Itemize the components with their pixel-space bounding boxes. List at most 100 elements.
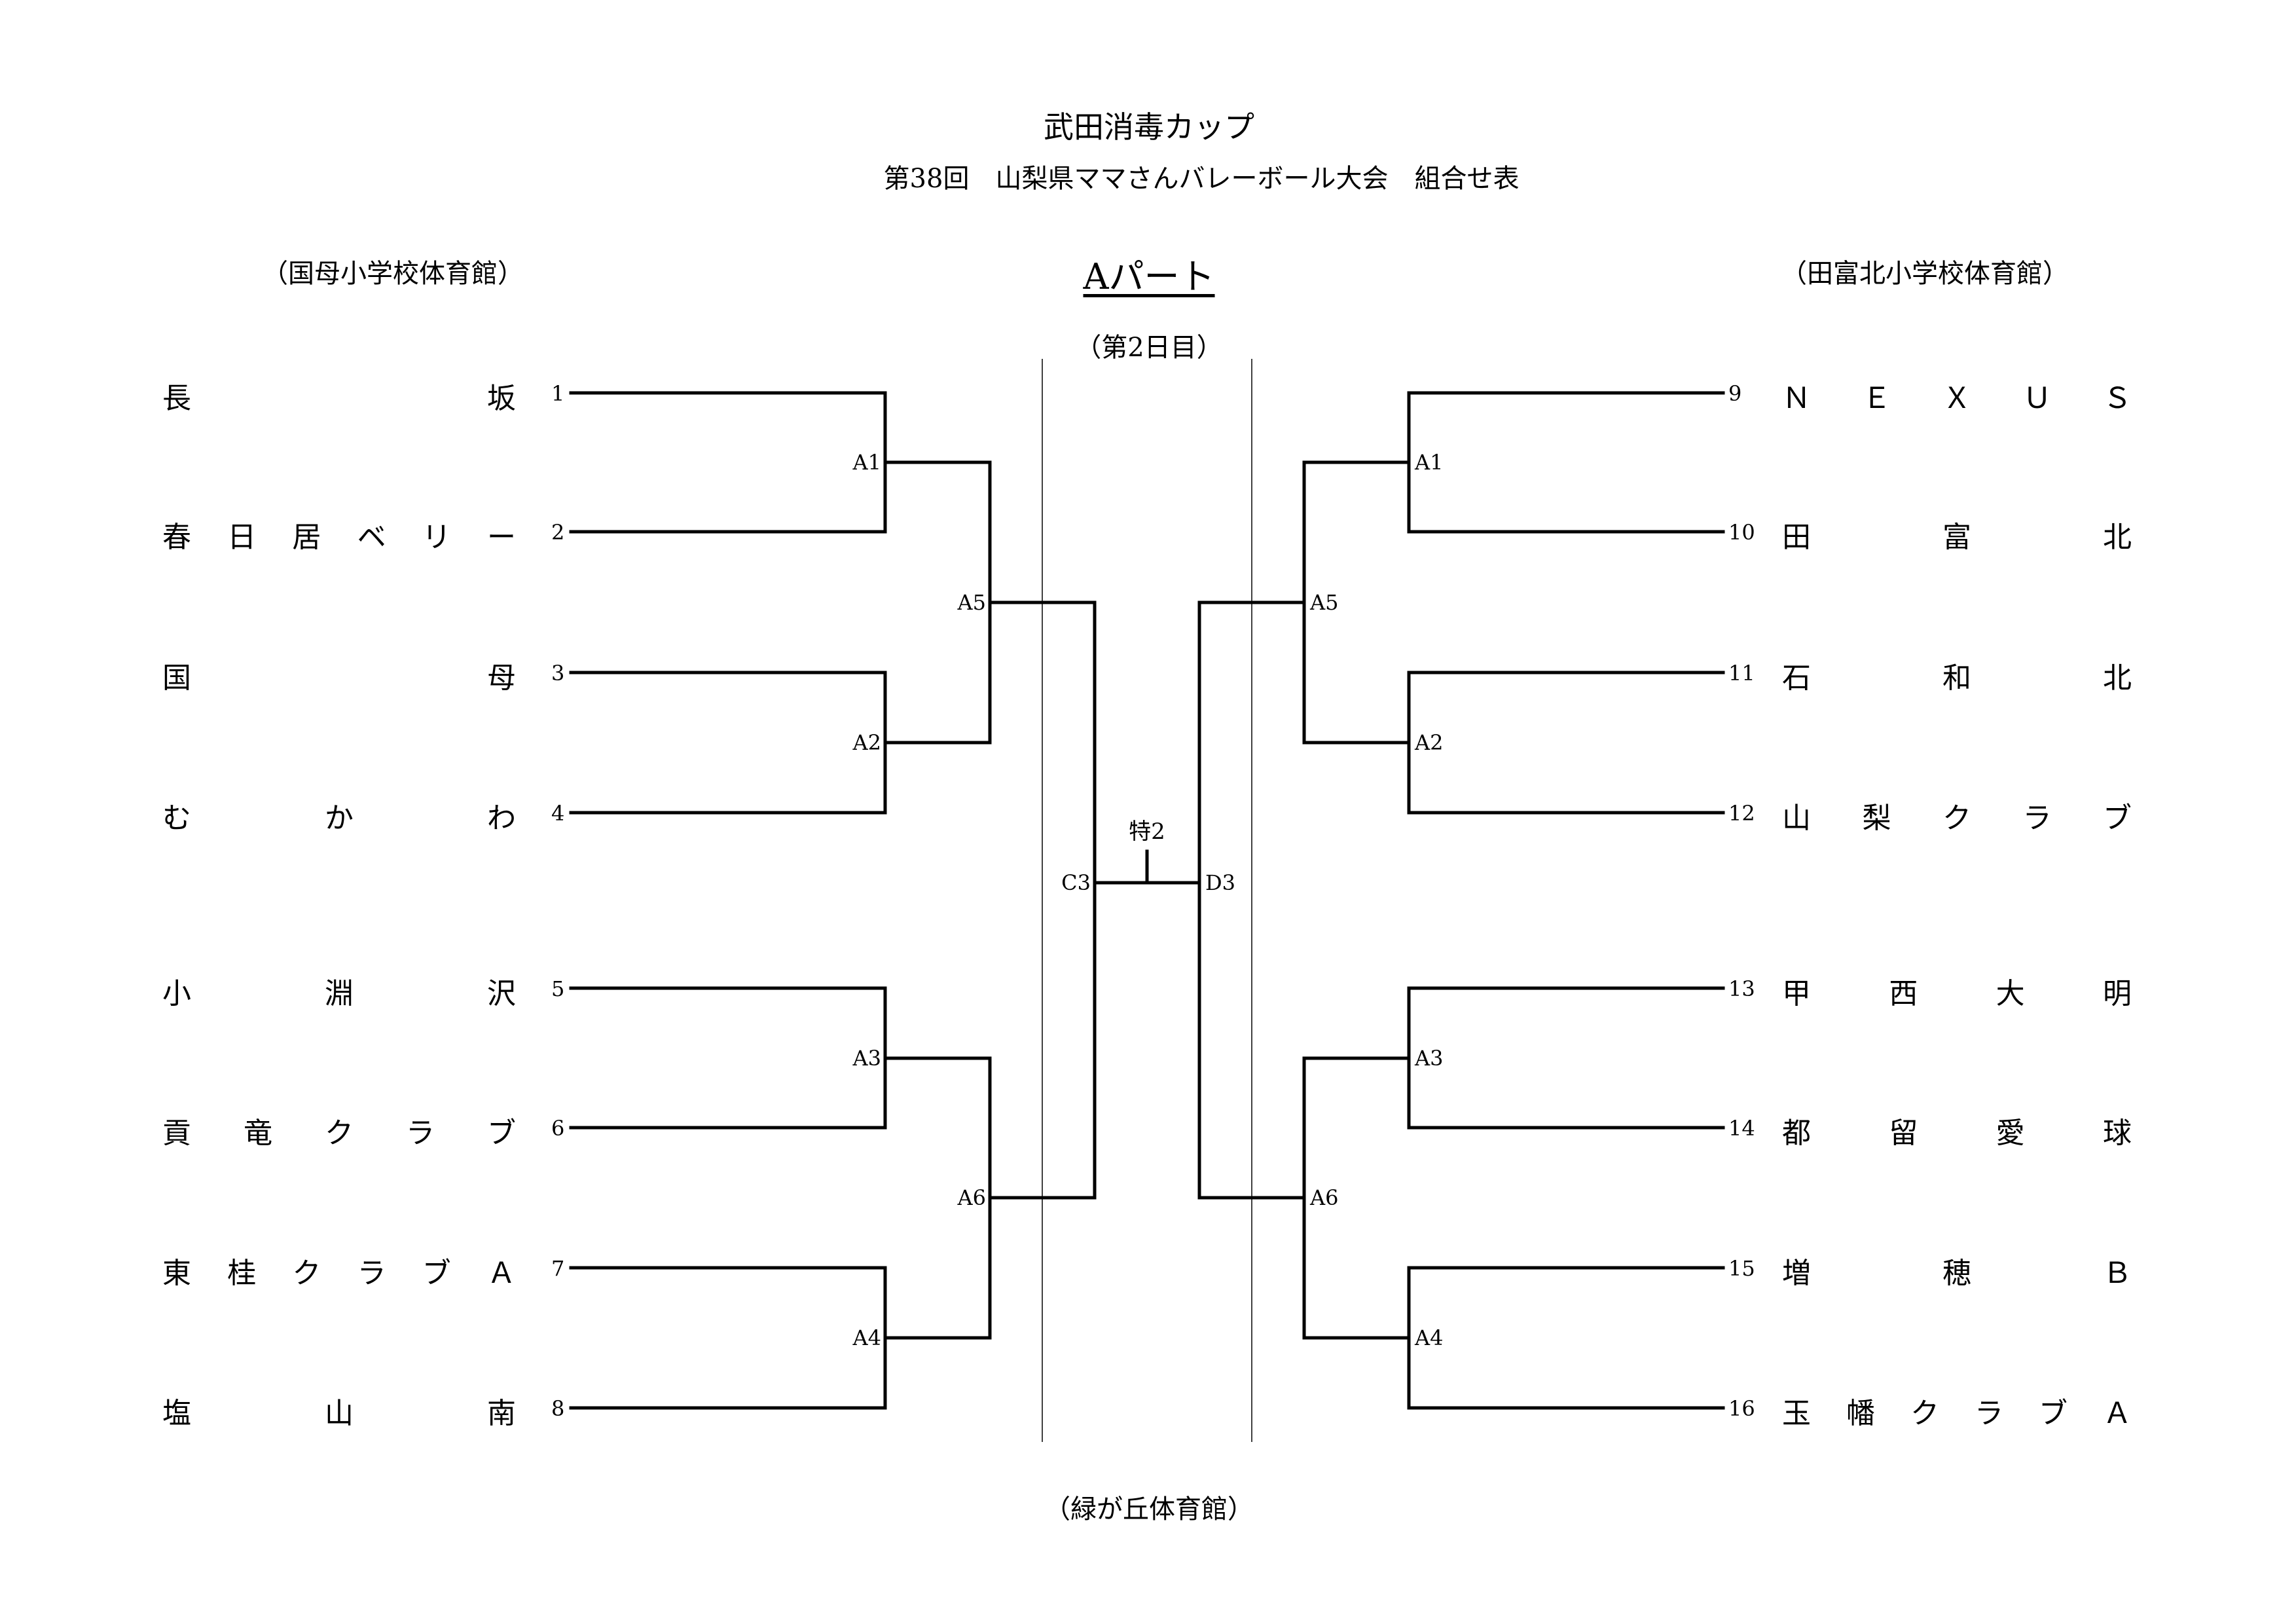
match-label-left-a4: A4 [852,1325,881,1350]
team-name-char: 淵 [325,977,354,1010]
left-bracket-a4 [569,1266,992,1410]
team-name-char: 幡 [1846,1397,1875,1430]
right-bracket-a6 [1302,1056,1411,1340]
left-team-name: 貢竜クラブ [162,1109,516,1151]
team-name-char: 西 [1889,977,1918,1010]
match-label-right-a3: A3 [1415,1046,1444,1071]
team-name-char: ー [486,521,516,554]
team-name-char: ラ [2022,802,2052,835]
team-name-char: Ｅ [1862,382,1891,415]
team-name-char: 山 [1782,802,1811,835]
team-name-char: Ａ [486,1257,516,1290]
right-team-name: 山梨クラブ [1782,794,2132,836]
left-venue: （国母小学校体育館） [262,259,524,289]
team-name-char: 坂 [487,382,516,415]
right-team-seed: 10 [1728,520,1755,545]
team-name-char: 桂 [227,1257,257,1290]
team-name-char: 長 [162,382,191,415]
team-name-char: 石 [1782,661,1811,695]
left-bracket-c3 [1093,600,1149,1200]
right-bracket-a3 [1407,986,1725,1130]
match-label-left-a6: A6 [957,1185,986,1210]
center-venue: （緑が丘体育館） [1044,1494,1254,1524]
left-bracket-a1 [569,391,992,534]
match-label-final: 特2 [1129,819,1165,845]
team-name-char: 国 [162,661,191,695]
team-name-char: 留 [1889,1116,1918,1150]
team-name-char: 春 [162,521,191,554]
left-team-seed: 4 [551,801,565,826]
team-name-char: ベ [357,521,386,554]
left-team-seed: 7 [551,1256,565,1281]
team-name-char: ブ [422,1257,451,1290]
left-team-name: 春日居ベリー [162,513,516,555]
left-team-name: 小淵沢 [162,970,516,1012]
match-label-right-d3: D3 [1205,870,1236,895]
match-label-left-a3: A3 [852,1046,881,1071]
match-label-left-a1: A1 [852,450,881,475]
team-name-char: 都 [1782,1116,1811,1150]
team-name-char: 日 [227,521,257,554]
team-name-char: む [162,802,191,835]
team-name-char: 玉 [1782,1397,1811,1430]
team-name-char: Ｂ [2103,1257,2132,1290]
left-bracket-a2 [569,671,992,815]
team-name-char: ラ [357,1257,386,1290]
match-label-right-a4: A4 [1415,1325,1444,1350]
right-venue: （田富北小学校体育館） [1781,259,2069,289]
final-line [1145,849,1201,885]
left-team-seed: 8 [551,1396,565,1421]
team-name-char: 大 [1995,977,2025,1010]
team-name-char: 竜 [244,1116,272,1150]
team-name-char: ク [325,1116,354,1150]
team-name-char: 増 [1782,1257,1811,1290]
right-bracket-a2 [1407,671,1725,815]
team-name-char: ブ [2039,1397,2068,1430]
left-team-seed: 6 [551,1116,565,1141]
left-team-seed: 2 [551,520,565,545]
left-team-seed: 1 [551,381,565,406]
match-label-right-a5: A5 [1310,590,1339,615]
team-name-char: Ｓ [2103,382,2132,415]
right-team-seed: 15 [1728,1256,1755,1281]
right-team-seed: 12 [1728,801,1755,826]
team-name-char: 南 [487,1397,516,1430]
team-name-char: 田 [1782,521,1811,554]
right-team-seed: 14 [1728,1116,1755,1141]
match-label-right-a6: A6 [1310,1185,1339,1210]
right-team-seed: 11 [1728,661,1755,686]
left-team-seed: 5 [551,976,565,1001]
team-name-char: 明 [2102,977,2132,1010]
left-team-name: むかわ [162,794,516,836]
right-bracket-a4 [1407,1266,1725,1410]
right-team-seed: 16 [1728,1396,1755,1421]
day-label: （第2日目） [1075,333,1223,363]
team-name-char: Ｎ [1782,382,1811,415]
team-name-char: 山 [325,1397,354,1430]
team-name-char: 球 [2102,1116,2132,1150]
right-bracket-a5 [1302,460,1411,745]
left-team-name: 長坂 [162,375,516,416]
team-name-char: 富 [1942,521,1971,554]
right-team-name: 石和北 [1782,654,2132,696]
right-team-seed: 9 [1728,381,1742,406]
team-name-char: 愛 [1995,1116,2025,1150]
team-name-char: 塩 [162,1397,191,1430]
team-name-char: ラ [406,1116,435,1150]
team-name-char: 貢 [162,1116,191,1150]
right-team-name: 甲西大明 [1782,970,2132,1012]
team-name-char: 梨 [1862,802,1891,835]
match-label-right-a1: A1 [1415,450,1444,475]
team-name-char: 小 [162,977,191,1010]
team-name-char: 甲 [1782,977,1811,1010]
team-name-char: 東 [162,1257,191,1290]
team-name-char: ク [1942,802,1971,835]
part-title: Aパート [1083,256,1215,297]
team-name-char: か [325,802,354,835]
left-team-name: 国母 [162,654,516,696]
match-label-left-c3: C3 [1061,870,1091,895]
team-name-char: ブ [2103,802,2132,835]
team-name-char: 北 [2103,661,2132,695]
